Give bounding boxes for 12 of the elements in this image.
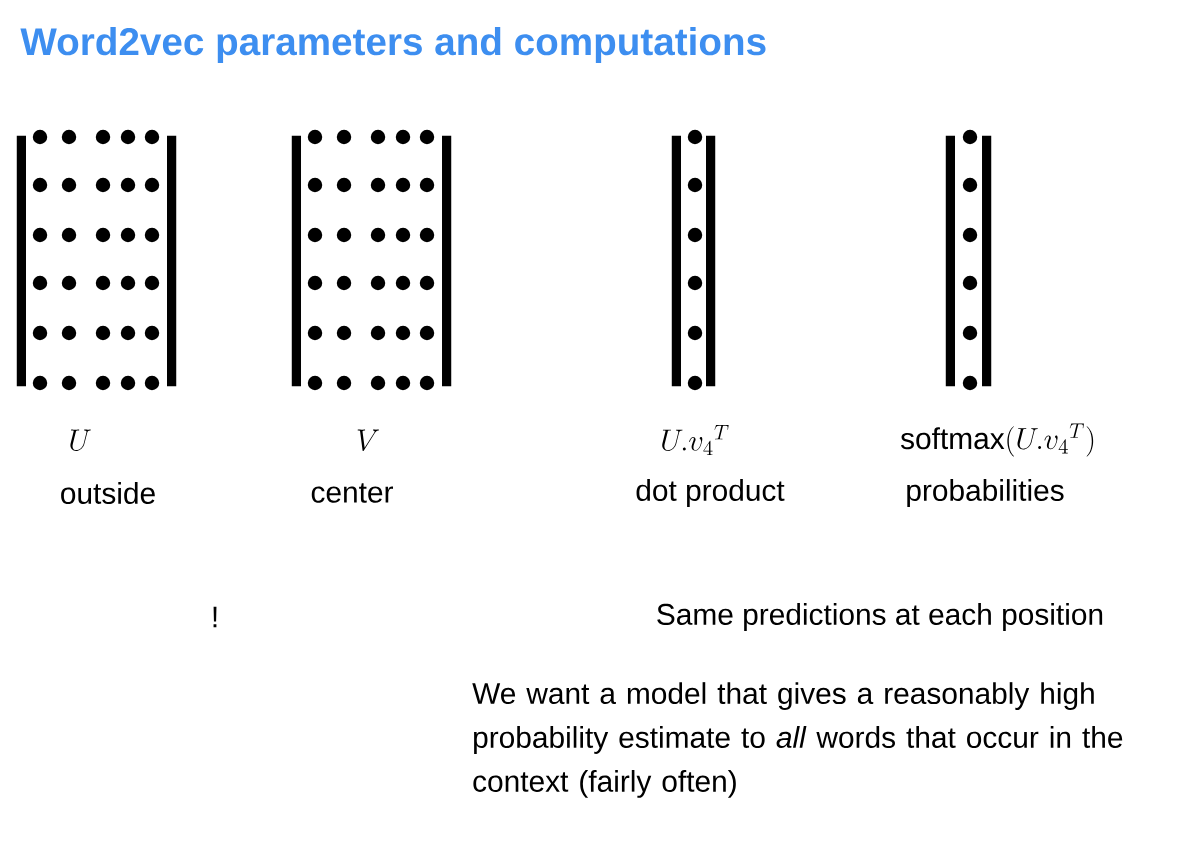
matrix-caption: center [311,483,393,503]
title: Word2vec parameters and computations [20,26,766,63]
matrix-symbol: $V$ [357,429,379,451]
note: ! [213,606,217,628]
matrix-symbol: $U$ [70,429,91,451]
vector-caption: dot product [636,479,785,507]
formula: $\mathrm{softmax}(U.v_4{}^T)$ [900,423,1094,457]
paragraph: We want a model that gives a reasonably high probability estimate to all words that occur in the context (fairly often) [472,682,1123,798]
matrix-caption: outside [61,482,155,504]
note: Same predictions at each position [657,603,1103,631]
formula: $U.v_4{}^T$ [662,425,729,455]
vector-caption: probabilities [907,479,1064,507]
